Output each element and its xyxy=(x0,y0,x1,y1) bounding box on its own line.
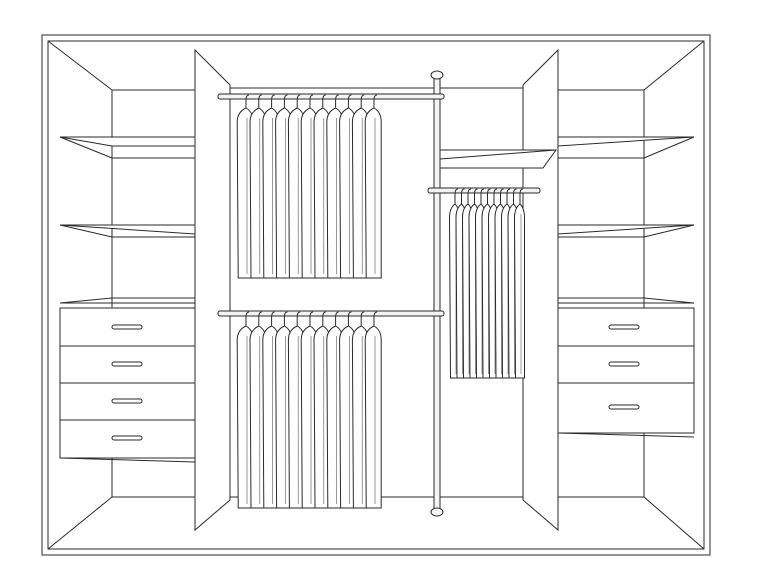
upper-hanging-garment xyxy=(236,94,254,279)
right-compartment xyxy=(557,40,705,550)
lower-hanging-garment xyxy=(339,311,357,509)
left-partition xyxy=(194,48,231,532)
lower-hanging-garment xyxy=(249,311,267,509)
upper-hanging-garment xyxy=(262,94,280,279)
lower-hanging-garment xyxy=(287,311,305,509)
lower-hanging-garment xyxy=(351,311,369,509)
upper-hanging-garment xyxy=(339,94,357,279)
center-pole xyxy=(430,70,444,517)
left-shelf-1 xyxy=(59,136,196,159)
lower-hanging-garment xyxy=(262,311,280,509)
upper-hanging-garment xyxy=(287,94,305,279)
right-drawer-unit xyxy=(557,297,695,438)
upper-garment-group xyxy=(236,94,382,279)
outer-frame xyxy=(41,34,711,556)
upper-hanging-garment xyxy=(275,94,293,279)
right-partition xyxy=(522,48,559,532)
upper-rod xyxy=(217,93,445,100)
lower-hanging-garment xyxy=(364,311,382,509)
lower-hanging-garment xyxy=(236,311,254,509)
lower-hanging-garment xyxy=(313,311,331,509)
upper-hanging-garment xyxy=(326,94,344,279)
left-shelf-2 xyxy=(59,224,196,238)
lower-rod xyxy=(217,310,445,317)
upper-hanging-garment xyxy=(300,94,318,279)
side-hanging-garment xyxy=(513,188,525,379)
lower-hanging-garment xyxy=(300,311,318,509)
upper-hanging-garment xyxy=(313,94,331,279)
lower-hanging-garment xyxy=(326,311,344,509)
lower-garment-group xyxy=(236,311,382,509)
lower-hanging-garment xyxy=(275,311,293,509)
upper-hanging-garment xyxy=(249,94,267,279)
left-compartment xyxy=(47,40,196,550)
upper-hanging-garment xyxy=(351,94,369,279)
upper-hanging-garment xyxy=(364,94,382,279)
side-garment-group xyxy=(448,188,525,379)
right-shelf-1 xyxy=(557,136,695,159)
left-drawer-unit xyxy=(59,297,196,463)
right-shelf-2 xyxy=(557,224,695,238)
